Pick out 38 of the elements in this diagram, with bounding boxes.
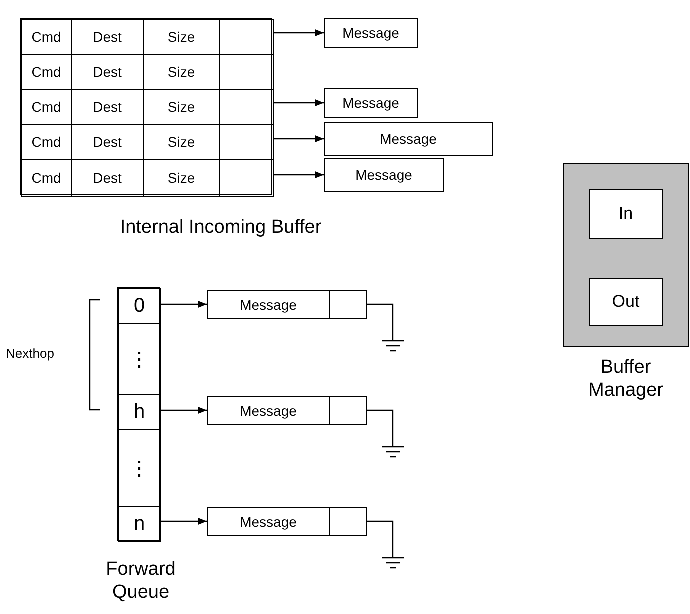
node-label: Buffer Manager bbox=[588, 357, 664, 403]
queue-cell: h bbox=[118, 394, 161, 430]
arrow bbox=[160, 518, 207, 526]
table-cell: Cmd bbox=[21, 159, 72, 197]
arrow bbox=[273, 99, 324, 107]
node-label: Internal Incoming Buffer bbox=[119, 217, 323, 240]
connector-line bbox=[367, 304, 394, 340]
connector-line bbox=[367, 410, 394, 446]
arrow bbox=[273, 135, 324, 143]
pointer-cell bbox=[329, 507, 367, 536]
arrow bbox=[160, 300, 207, 308]
pointer-cell bbox=[219, 19, 274, 55]
bracket-label: Nexthop bbox=[6, 346, 54, 362]
queue-cell: 0 bbox=[118, 288, 161, 324]
pointer-cell bbox=[329, 290, 367, 319]
port-box: In bbox=[589, 189, 663, 239]
ground-icon bbox=[382, 446, 404, 458]
ground-icon bbox=[382, 557, 404, 569]
message-box: Message bbox=[324, 88, 418, 118]
pointer-cell bbox=[219, 159, 274, 197]
queue-cell: n bbox=[118, 506, 161, 542]
message-box: Message bbox=[324, 158, 444, 192]
arrow bbox=[160, 406, 207, 414]
message-box: Message bbox=[207, 396, 330, 425]
connector-line bbox=[367, 520, 394, 557]
ground-icon bbox=[382, 340, 404, 352]
message-box: Message bbox=[207, 290, 330, 319]
message-box: Message bbox=[207, 507, 330, 536]
arrow bbox=[273, 29, 324, 37]
pointer-cell bbox=[329, 396, 367, 425]
node-label: Forward Queue bbox=[105, 559, 177, 605]
message-box: Message bbox=[324, 122, 493, 156]
queue-cell: ⋮ bbox=[118, 429, 161, 507]
port-box: Out bbox=[589, 278, 663, 326]
queue-cell: ⋮ bbox=[118, 323, 161, 395]
table-cell: Cmd bbox=[21, 19, 72, 55]
message-box: Message bbox=[324, 18, 418, 48]
arrow bbox=[273, 171, 324, 179]
